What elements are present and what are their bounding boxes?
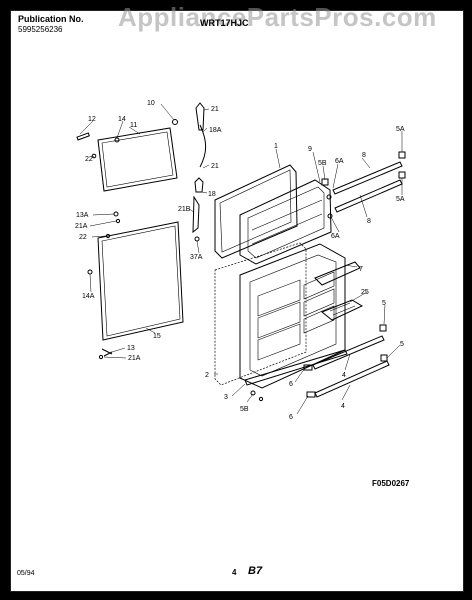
callout: 4 [341,403,345,410]
egg-tray [321,299,364,321]
footer-date: 05/94 [17,570,35,577]
callout: 21 [211,106,219,113]
callout: 6 [289,381,293,388]
callout: 5A [396,126,405,133]
callout: 13A [76,212,89,219]
freezer-gasket [97,127,178,192]
callout: 5 [400,341,404,348]
callout: 4 [342,372,346,379]
callout: 3 [224,394,228,401]
callout: 21A [75,223,88,230]
callout: 11 [130,122,137,129]
callout: 21B [178,206,191,213]
callout: 21 [211,163,219,170]
callout: 14A [82,293,95,300]
publication-label: Publication No. [18,14,84,24]
callout: 15 [153,333,161,340]
callout: 7 [359,266,363,273]
callout: 8 [367,218,371,225]
callout: 8 [362,152,366,159]
model-number: WRT17HJC [200,18,249,28]
callout: 6 [289,414,293,421]
callout: 22 [85,156,93,163]
diagram-sheet [10,10,464,592]
callout: 13 [127,345,135,352]
footer-page-number: 4 [232,568,237,577]
callout: 9 [308,146,312,153]
fresh-food-rails [303,324,390,398]
callout: 12 [88,116,96,123]
callout: 25 [361,289,369,296]
freezer-door [214,164,332,265]
watermark-text: AppliancePartsPros.com [118,2,437,32]
callout: 37A [190,254,203,261]
callout: 5A [396,196,405,203]
diagram-id: F05D0267 [372,479,410,488]
callout: 2 [205,372,209,379]
callout: 5 [382,300,386,307]
publication-number: 5995256236 [18,25,63,34]
callout: 21A [128,355,141,362]
callout: 5B [240,406,249,413]
footer-section-code: B7 [248,565,263,577]
leader-lines [79,103,403,415]
callout: 10 [147,100,155,107]
callout: 18A [209,127,222,134]
callout: 22 [79,234,87,241]
callout: 18 [208,191,216,198]
callout-labels: 10 21 18A 21 18 21B 37A 12 14 11 22 13A … [75,100,405,421]
handle-trims [192,102,207,242]
callout: 14 [118,116,126,123]
callout: 1 [274,143,278,150]
fresh-food-door [214,242,361,402]
callout: 6A [335,158,344,165]
callout: 6A [331,233,340,240]
fresh-food-gasket [97,221,184,341]
callout: 5B [318,160,327,167]
